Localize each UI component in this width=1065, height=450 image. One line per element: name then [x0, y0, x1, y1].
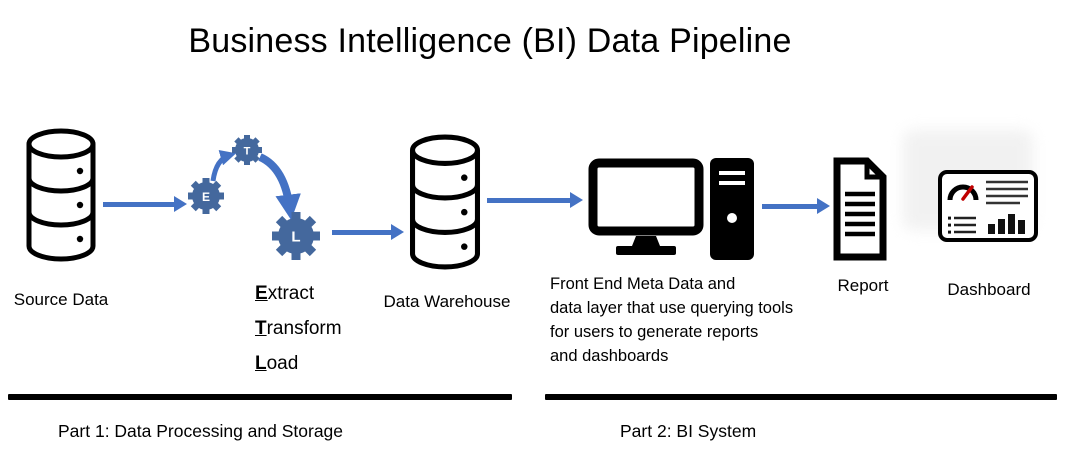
- etl-step-transform: Transform: [255, 318, 342, 340]
- arrow-head: [391, 224, 404, 240]
- computer-tower-icon: [708, 156, 756, 267]
- report-document-icon: [830, 156, 890, 267]
- report-label: Report: [837, 276, 889, 295]
- front-end-description: Front End Meta Data and data layer that …: [550, 272, 870, 368]
- arrow-shaft: [332, 229, 391, 235]
- part1-label: Part 1: Data Processing and Storage: [58, 421, 344, 441]
- etl-step-load: Load: [255, 353, 342, 375]
- front-end-line: for users to generate reports: [550, 323, 759, 341]
- flow-arrow-bi-to-report: [762, 197, 830, 215]
- computer-monitor-icon: [588, 158, 704, 263]
- source-data-label: Source Data: [13, 290, 109, 309]
- part1-divider-bar: [8, 394, 512, 400]
- arrow-head: [817, 198, 830, 214]
- etl-initial: T: [255, 318, 267, 339]
- dashboard-icon: [938, 170, 1038, 247]
- warehouse-database-icon: [407, 133, 483, 276]
- front-end-line: data layer that use querying tools: [550, 299, 794, 317]
- arrow-shaft: [762, 203, 817, 209]
- part2-divider-bar: [545, 394, 1057, 400]
- data-warehouse-label: Data Warehouse: [383, 292, 511, 311]
- gear-letter-e: E: [202, 190, 210, 204]
- gear-letter-t: T: [244, 146, 251, 158]
- etl-steps: Extract Transform Load: [255, 283, 342, 375]
- front-end-line: and dashboards: [550, 347, 669, 365]
- gear-letter-l: L: [291, 229, 300, 246]
- etl-initial: E: [255, 283, 268, 304]
- part2-label: Part 2: BI System: [620, 421, 757, 441]
- flow-arrow-warehouse-to-bi: [487, 191, 583, 209]
- etl-rest: oad: [266, 353, 299, 374]
- etl-initial: L: [255, 353, 267, 374]
- arrow-shaft: [487, 197, 570, 203]
- diagram-title: Business Intelligence (BI) Data Pipeline: [188, 22, 792, 60]
- flow-arrow-etl-to-warehouse: [332, 223, 404, 241]
- flow-arrow-source-to-etl: [103, 195, 187, 213]
- source-database-icon: [24, 127, 98, 268]
- etl-step-extract: Extract: [255, 283, 342, 305]
- arrow-head: [570, 192, 583, 208]
- etl-rest: xtract: [267, 283, 315, 304]
- front-end-line: Front End Meta Data and: [550, 275, 736, 293]
- arrow-shaft: [103, 201, 174, 207]
- etl-rest: ransform: [266, 318, 342, 339]
- dashboard-label: Dashboard: [947, 280, 1031, 299]
- arrow-head: [174, 196, 187, 212]
- etl-gears-icon: E T: [180, 126, 330, 276]
